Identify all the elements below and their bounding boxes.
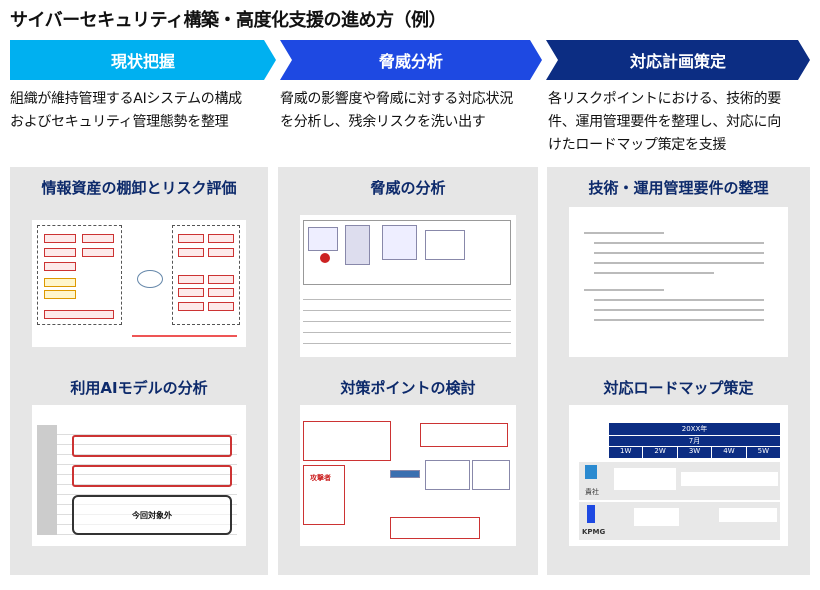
description-line: けたロードマップ策定を支援 — [548, 137, 727, 153]
ai-model-table: 今回対象外 — [32, 405, 246, 546]
roadmap-row-client: 貴社 — [585, 488, 599, 496]
step-arrow-current-state: 現状把握 — [10, 40, 276, 80]
step-arrow-response-plan: 対応計画策定 — [546, 40, 810, 80]
roadmap-week: 5W — [746, 447, 781, 458]
step-description-3: 各リスクポイントにおける、技術的要 件、運用管理要件を整理し、対応に向 けたロー… — [548, 88, 781, 157]
section-heading: 脅威の分析 — [370, 179, 446, 197]
panel-current-state: 情報資産の棚卸とリスク評価 利用AIモデルの分析 今回対象外 — [10, 167, 268, 575]
section-heading: 利用AIモデルの分析 — [70, 379, 208, 397]
roadmap-year: 20XX年 — [609, 423, 780, 435]
requirements-document — [569, 207, 788, 357]
roadmap-row-kpmg: KPMG — [582, 528, 606, 536]
roadmap-gantt: 20XX年 7月 1W 2W 3W 4W 5W 貴社 KPMG — [569, 405, 788, 546]
section-heading: 情報資産の棚卸とリスク評価 — [41, 179, 237, 197]
building-icon — [585, 465, 597, 479]
section-heading: 対応ロードマップ策定 — [603, 379, 754, 397]
step-description-2: 脅威の影響度や脅威に対する対応状況 を分析し、残余リスクを洗い出す — [280, 88, 513, 134]
out-of-scope-label: 今回対象外 — [72, 495, 232, 535]
description-line: およびセキュリティ管理態勢を整理 — [10, 114, 229, 130]
step-arrow-threat-analysis: 脅威分析 — [280, 40, 542, 80]
section-heading: 技術・運用管理要件の整理 — [588, 179, 769, 197]
roadmap-week: 3W — [677, 447, 712, 458]
description-line: 各リスクポイントにおける、技術的要 — [548, 91, 781, 107]
panel-threat-analysis: 脅威の分析 対策ポイントの検討 攻撃者 — [278, 167, 538, 575]
asset-inventory-diagram — [32, 220, 246, 347]
countermeasure-diagram: 攻撃者 — [300, 405, 516, 546]
description-line: 脅威の影響度や脅威に対する対応状況 — [280, 91, 513, 107]
roadmap-week: 1W — [609, 447, 643, 458]
roadmap-week: 4W — [712, 447, 746, 458]
page-title: サイバーセキュリティ構築・高度化支援の進め方（例） — [10, 10, 447, 31]
attacker-label: 攻撃者 — [310, 474, 331, 482]
roadmap-week: 2W — [643, 447, 677, 458]
office-tower-icon — [587, 505, 595, 523]
step-description-1: 組織が維持管理するAIシステムの構成 およびセキュリティ管理態勢を整理 — [10, 88, 242, 134]
panel-response-plan: 技術・運用管理要件の整理 対応ロードマップ策定 20XX年 7月 1W 2W 3… — [547, 167, 810, 575]
threat-analysis-diagram — [300, 215, 516, 357]
description-line: 件、運用管理要件を整理し、対応に向 — [548, 114, 781, 130]
section-heading: 対策ポイントの検討 — [340, 379, 476, 397]
roadmap-month: 7月 — [609, 436, 780, 446]
description-line: を分析し、残余リスクを洗い出す — [280, 114, 486, 130]
description-line: 組織が維持管理するAIシステムの構成 — [10, 91, 242, 107]
